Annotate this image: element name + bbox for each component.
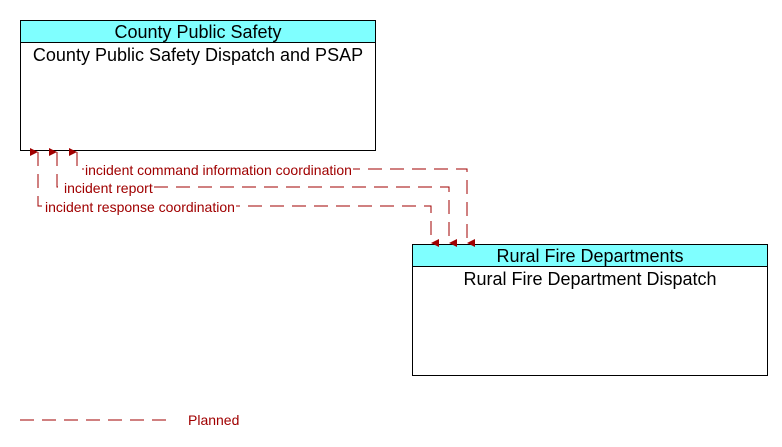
flow-label-incident-command-information-coordination: incident command information coordinatio…: [84, 162, 353, 178]
flow-label-incident-response-coordination: incident response coordination: [44, 199, 236, 215]
rural-fire-departments-header: Rural Fire Departments: [413, 245, 767, 267]
county-public-safety-dispatch-name: County Public Safety Dispatch and PSAP: [32, 45, 364, 65]
county-public-safety-header: County Public Safety: [21, 21, 375, 43]
rural-fire-department-dispatch-name: Rural Fire Department Dispatch: [463, 269, 717, 289]
county-public-safety-dispatch-box[interactable]: County Public Safety County Public Safet…: [20, 20, 376, 151]
flow-label-incident-report: incident report: [63, 180, 154, 196]
legend-planned-label: Planned: [188, 412, 240, 428]
rural-fire-department-dispatch-box[interactable]: Rural Fire Departments Rural Fire Depart…: [412, 244, 768, 376]
